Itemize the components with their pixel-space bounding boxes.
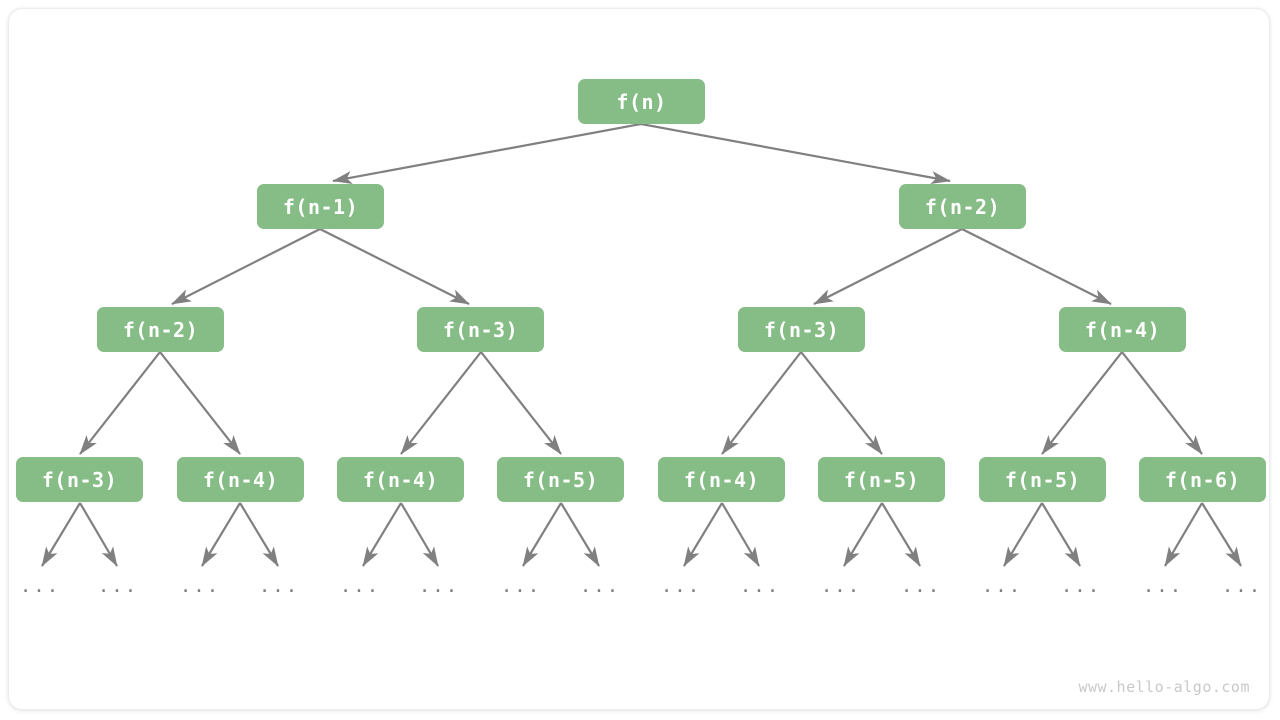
ellipsis-marker: ...: [179, 575, 221, 597]
ellipsis-marker: ...: [97, 575, 139, 597]
ellipsis-marker: ...: [258, 575, 300, 597]
ellipsis-marker: ...: [820, 575, 862, 597]
ellipsis-marker: ...: [19, 575, 61, 597]
ellipsis-marker: ...: [418, 575, 460, 597]
ellipsis-marker: ...: [500, 575, 542, 597]
ellipsis-marker: ...: [1060, 575, 1102, 597]
tree-node[interactable]: f(n-3): [417, 307, 544, 352]
tree-node[interactable]: f(n-1): [257, 184, 384, 229]
tree-node[interactable]: f(n-5): [497, 457, 624, 502]
tree-node[interactable]: f(n-4): [1059, 307, 1186, 352]
ellipsis-marker: ...: [981, 575, 1023, 597]
tree-node[interactable]: f(n-2): [97, 307, 224, 352]
tree-node[interactable]: f(n-2): [899, 184, 1026, 229]
ellipsis-marker: ...: [739, 575, 781, 597]
tree-node[interactable]: f(n-4): [337, 457, 464, 502]
ellipsis-marker: ...: [1142, 575, 1184, 597]
ellipsis-marker: ...: [579, 575, 621, 597]
watermark-label: www.hello-algo.com: [1078, 678, 1250, 696]
tree-node[interactable]: f(n-3): [16, 457, 143, 502]
tree-node[interactable]: f(n-4): [658, 457, 785, 502]
tree-node[interactable]: f(n-5): [818, 457, 945, 502]
tree-node[interactable]: f(n-3): [738, 307, 865, 352]
tree-node[interactable]: f(n-4): [177, 457, 304, 502]
ellipsis-marker: ...: [900, 575, 942, 597]
tree-node[interactable]: f(n-5): [979, 457, 1106, 502]
tree-node[interactable]: f(n-6): [1139, 457, 1266, 502]
tree-node[interactable]: f(n): [578, 79, 705, 124]
ellipsis-marker: ...: [660, 575, 702, 597]
ellipsis-marker: ...: [339, 575, 381, 597]
ellipsis-marker: ...: [1221, 575, 1263, 597]
